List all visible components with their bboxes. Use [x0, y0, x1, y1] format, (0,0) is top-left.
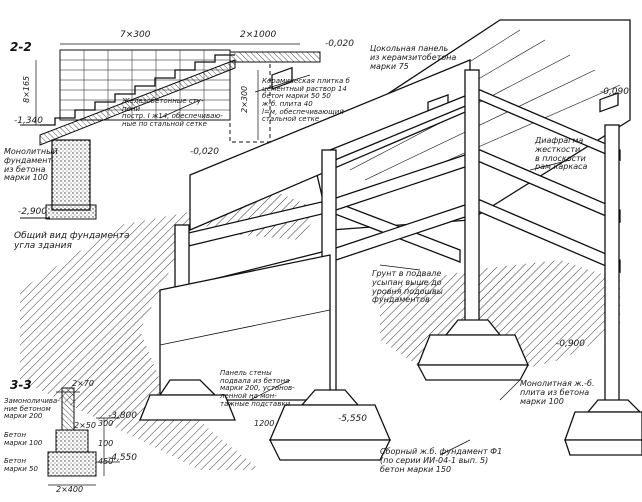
section-label-3-3: 3-3 — [10, 378, 32, 392]
dim-1200: 1200 — [254, 419, 275, 428]
dim-8x165: 8×165 — [22, 75, 32, 103]
wall-3-3 — [61, 387, 75, 431]
footing-4 — [564, 399, 642, 456]
note-soil: Грунт в подвале усыпан выше до уровня по… — [372, 269, 443, 305]
level-m0020-mid: -0,020 — [190, 147, 220, 157]
leader-lines — [159, 74, 571, 456]
level-m0020-top: -0,020 — [325, 39, 355, 49]
level-m0900: -0,900 — [556, 339, 586, 349]
monolithic-foundation — [51, 139, 91, 211]
dim-100: 100 — [98, 439, 114, 448]
dim-2x400: 2×400 — [56, 485, 84, 494]
stair-steps — [40, 54, 235, 126]
pedestal-3-3 — [55, 429, 89, 453]
note-precast-foundation: Сборный ж.б. фундамент Ф1 (по серии ИИ-0… — [380, 447, 503, 474]
note-backfill-concrete: Замоноличива- ние бетоном марки 200 — [4, 397, 60, 421]
dim-450: 450 — [98, 457, 114, 466]
footing-2 — [268, 389, 392, 461]
note-concrete-50: Бетон марки 50 — [4, 457, 38, 473]
note-monolithic-foundation: Монолитный фундамент из бетона марки 100 — [4, 147, 58, 183]
dim-300: 300 — [98, 419, 114, 428]
section-label-2-2: 2-2 — [10, 40, 32, 54]
note-ceramic-tile: Керамическая плитка б цементный раствор … — [262, 77, 350, 124]
level-m4550: -4,550 — [108, 453, 138, 463]
footing-3-3 — [47, 451, 97, 477]
frame-structure — [139, 19, 642, 461]
level-m0090: -0,090 — [600, 87, 630, 97]
note-concrete-100: Бетон марки 100 — [4, 431, 43, 447]
dim-2x50: 2×50 — [74, 421, 96, 430]
note-plinth-panel: Цокольная панель из керамзитобетона марк… — [370, 44, 457, 71]
dim-7x300: 7×300 — [120, 30, 151, 40]
ground-hatch-left — [20, 210, 260, 470]
level-m1340: -1,340 — [14, 116, 44, 126]
stair-slab — [39, 59, 236, 146]
level-m2900: -2,900 — [18, 207, 48, 217]
window-1 — [271, 66, 293, 90]
note-general-view: Общий вид фундамента угла здания — [14, 231, 130, 251]
dim-2x300: 2×300 — [240, 85, 250, 113]
footing-1 — [139, 379, 236, 421]
column-3 — [464, 69, 480, 336]
dim-2x1000: 2×1000 — [240, 30, 277, 40]
level-m3800: -3,800 — [108, 411, 138, 421]
note-rc-stair: Железобетонные сту- пени постр. I ж14, о… — [122, 97, 223, 129]
section-2-2 — [20, 43, 321, 220]
note-wall-panel: Панель стены подвала из бетона марки 200… — [220, 369, 295, 408]
dim-2x70: 2×70 — [72, 379, 94, 388]
floor-slab-2-2 — [229, 51, 321, 63]
column-4 — [604, 124, 620, 416]
window-3 — [599, 92, 619, 113]
note-diaphragm: Диафрагма жесткости в плоскости рам карк… — [535, 136, 588, 172]
footing-3 — [416, 319, 530, 381]
note-monolithic-slab: Монолитная ж.-б. плита из бетона марки 1… — [520, 379, 595, 406]
level-m5550: -5,550 — [338, 414, 368, 424]
section-3-3 — [47, 387, 120, 486]
